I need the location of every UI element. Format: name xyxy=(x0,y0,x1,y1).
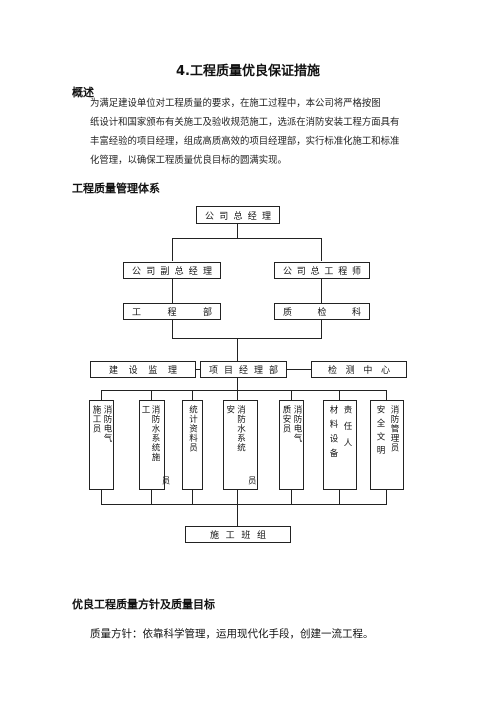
staff-box-1: 施工员消防电气 xyxy=(89,400,114,490)
staff-box-6: 材料设备责任人 xyxy=(323,400,357,490)
engineering-dept-box: 工程部 xyxy=(123,303,221,320)
connector xyxy=(321,320,322,338)
connector xyxy=(321,279,322,303)
overview-line-3: 丰富经验的项目经理，组成高质高效的项目经理部，实行标准化施工和标准 xyxy=(90,136,400,147)
doc-title: 4.工程质量优良保证措施 xyxy=(176,64,320,79)
staff-box-2: 工消防水系统施员 xyxy=(139,400,170,490)
connector xyxy=(291,490,292,504)
connector xyxy=(101,390,386,391)
staff-box-4: 安消防水系统员 xyxy=(223,400,258,490)
connector xyxy=(291,390,292,400)
policy-heading: 优良工程质量方针及质量目标 xyxy=(72,598,215,611)
connector xyxy=(237,224,238,238)
overview-line-2: 纸设计和国家颁布有关施工及验收规范施工，选派在消防安装工程方面具有 xyxy=(90,117,400,128)
chief-engineer-box: 公司总工程师 xyxy=(274,262,370,279)
connector xyxy=(101,390,102,400)
general-manager-box: 公司总经理 xyxy=(196,206,280,224)
connector xyxy=(172,238,173,261)
connector xyxy=(386,490,387,504)
connector xyxy=(237,490,238,504)
project-manager-dept-box: 项目经理部 xyxy=(200,361,287,378)
connector xyxy=(237,378,238,390)
connector xyxy=(237,390,238,400)
staff-box-7: 安全文明消防管理员 xyxy=(370,400,404,490)
connector xyxy=(172,338,322,339)
connector xyxy=(192,490,193,504)
connector xyxy=(172,238,322,239)
system-heading: 工程质量管理体系 xyxy=(72,182,160,195)
staff-box-3: 统计资料员 xyxy=(182,400,203,490)
overview-heading: 概述 xyxy=(72,86,94,99)
policy-line: 质量方针：依靠科学管理，运用现代化手段，创建一流工程。 xyxy=(90,628,374,640)
connector xyxy=(172,279,173,303)
connector xyxy=(237,338,238,361)
connector xyxy=(321,238,322,261)
overview-line-4: 化管理，以确保工程质量优良目标的圆满实现。 xyxy=(90,155,287,166)
quality-inspection-box: 质检科 xyxy=(274,303,370,320)
construction-team-box: 施工班组 xyxy=(185,526,291,543)
connector xyxy=(172,320,173,338)
overview-line-1: 为满足建设单位对工程质量的要求，在施工过程中，本公司将严格按图 xyxy=(90,98,381,109)
connector xyxy=(101,490,102,504)
connector xyxy=(151,490,152,504)
connector xyxy=(386,390,387,400)
connector xyxy=(339,490,340,504)
connector xyxy=(237,504,238,526)
connector xyxy=(339,390,340,400)
connector xyxy=(287,369,311,370)
vice-general-manager-box: 公司副总经理 xyxy=(123,262,221,279)
staff-box-5: 质安员消防电气 xyxy=(279,400,304,490)
connector xyxy=(196,369,200,370)
testing-center-box: 检测中心 xyxy=(311,361,407,378)
connector xyxy=(151,390,152,400)
connector xyxy=(101,504,387,505)
connector xyxy=(192,390,193,400)
construction-supervision-box: 建设监理 xyxy=(90,361,196,378)
